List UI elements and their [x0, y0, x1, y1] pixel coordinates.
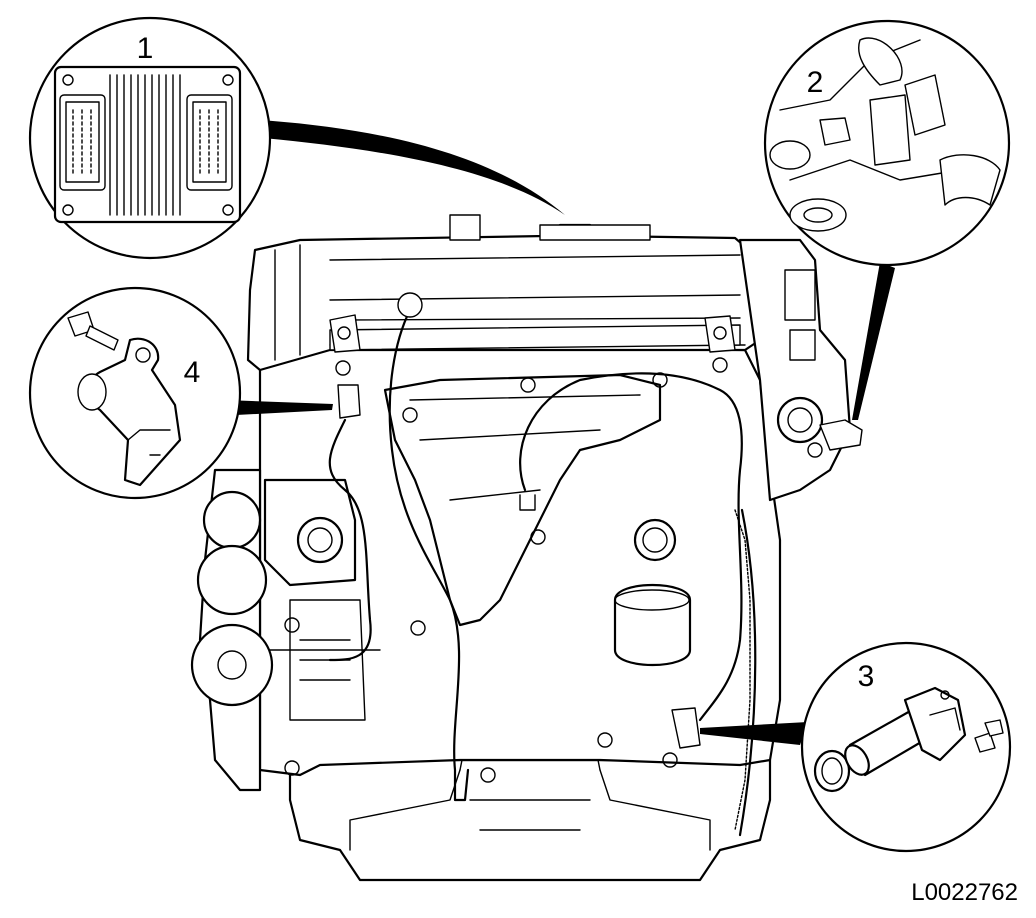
callout-sensor-2: 2	[763, 19, 1011, 267]
callout-sensor-4: 4	[28, 286, 242, 500]
callout-label-1: 1	[137, 32, 154, 65]
callout-sensor-3: 3	[800, 641, 1012, 853]
callout-ecu: 1	[28, 16, 272, 260]
callout-label-4: 4	[184, 356, 201, 389]
bolt-heads	[284, 357, 823, 783]
callout-label-3: 3	[858, 660, 875, 693]
leader-lines	[225, 120, 895, 745]
figure-reference-code: L0022762	[911, 879, 1018, 906]
callout-label-2: 2	[807, 66, 824, 99]
engine-block	[190, 214, 863, 882]
